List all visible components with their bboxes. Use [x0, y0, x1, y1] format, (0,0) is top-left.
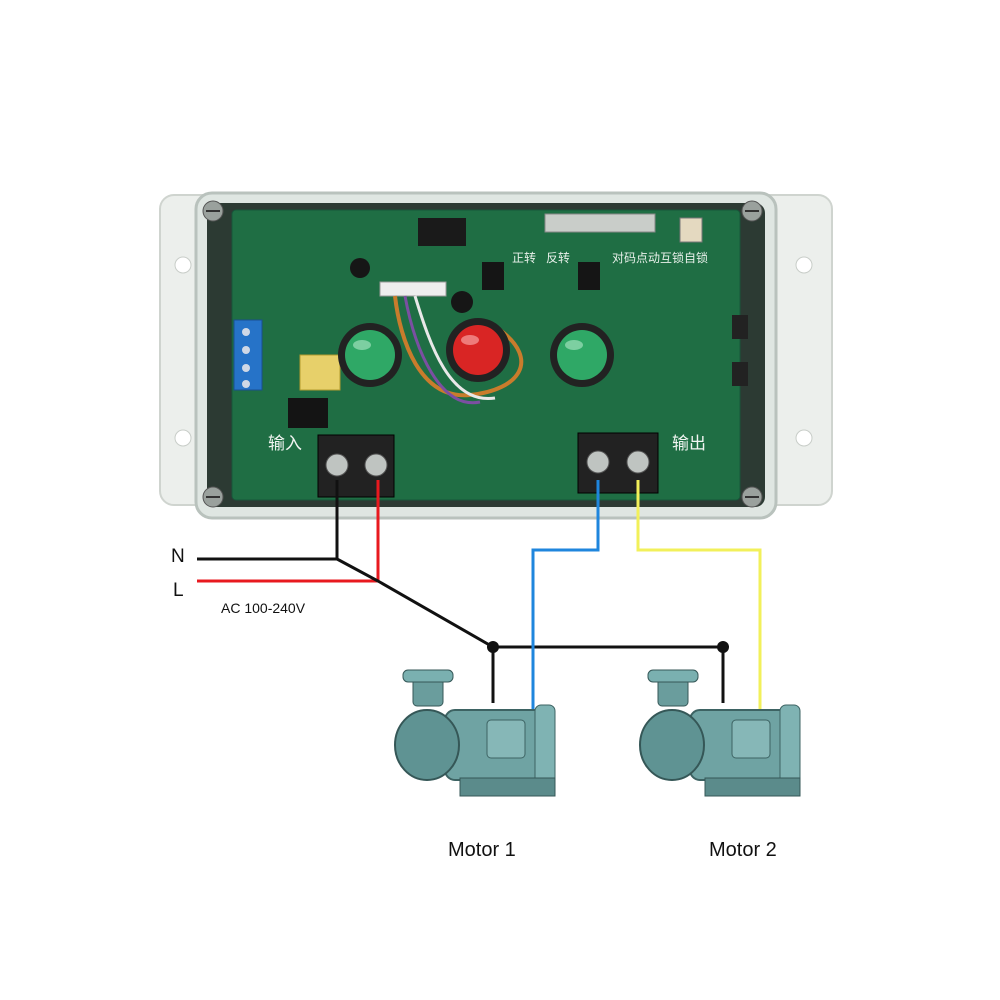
- button-cap: [557, 330, 607, 380]
- silk-label: 正转: [512, 250, 536, 265]
- terminal-screw-icon: [586, 450, 610, 474]
- motor2-wire: [636, 480, 762, 710]
- silk-label: 点动: [636, 251, 660, 265]
- switch: [732, 362, 748, 386]
- button-cap: [453, 325, 503, 375]
- mount-hole-top-right: [795, 256, 813, 274]
- supply-label: AC 100-240V: [221, 600, 306, 616]
- transistor: [482, 262, 504, 290]
- neutral-label: N: [171, 546, 185, 567]
- junction-dot: [717, 641, 729, 653]
- output-label: 输出: [672, 434, 706, 454]
- junction-dot: [487, 641, 499, 653]
- silk-label: 互锁: [660, 250, 684, 265]
- red-button-center[interactable]: [446, 318, 510, 382]
- input-label: 输入: [268, 434, 302, 454]
- neutral-common: [336, 557, 723, 649]
- capacitor-block: [288, 398, 328, 428]
- capacitor: [350, 258, 370, 278]
- dip-switch: [679, 217, 703, 243]
- transformer: [299, 354, 341, 391]
- silk-label: 反转: [546, 250, 570, 265]
- relay-header: [544, 213, 656, 233]
- ic-chip: [418, 218, 466, 246]
- green-button-left[interactable]: [338, 323, 402, 387]
- screw-icon: [202, 200, 763, 508]
- line-label: L: [173, 580, 184, 601]
- silk-label: 对码: [612, 251, 636, 265]
- connector: [379, 281, 447, 297]
- mount-hole-bottom-right: [795, 429, 813, 447]
- motor1-wire: [531, 480, 600, 710]
- switch: [732, 315, 748, 339]
- button-cap: [345, 330, 395, 380]
- output-terminal-block: [577, 432, 659, 494]
- transistor: [578, 262, 600, 290]
- mount-hole-top-left: [174, 256, 192, 274]
- capacitor: [451, 291, 473, 313]
- motor-2-label: Motor 2: [709, 839, 777, 861]
- mount-hole-bottom-left: [174, 429, 192, 447]
- wiring: [197, 480, 762, 710]
- motor-1-label: Motor 1: [448, 839, 516, 861]
- green-button-right[interactable]: [550, 323, 614, 387]
- terminal-screw-icon: [325, 453, 349, 477]
- controller-enclosure: 正转 反转 对码 点动 互锁 自锁 输入 输出: [159, 191, 833, 520]
- input-terminal-block: [317, 434, 395, 498]
- motor-1-pump-icon: [394, 669, 556, 797]
- silk-label: 自锁: [684, 250, 708, 265]
- terminal-screw-icon: [364, 453, 388, 477]
- terminal-screw-icon: [626, 450, 650, 474]
- motor-2-pump-icon: [639, 669, 801, 797]
